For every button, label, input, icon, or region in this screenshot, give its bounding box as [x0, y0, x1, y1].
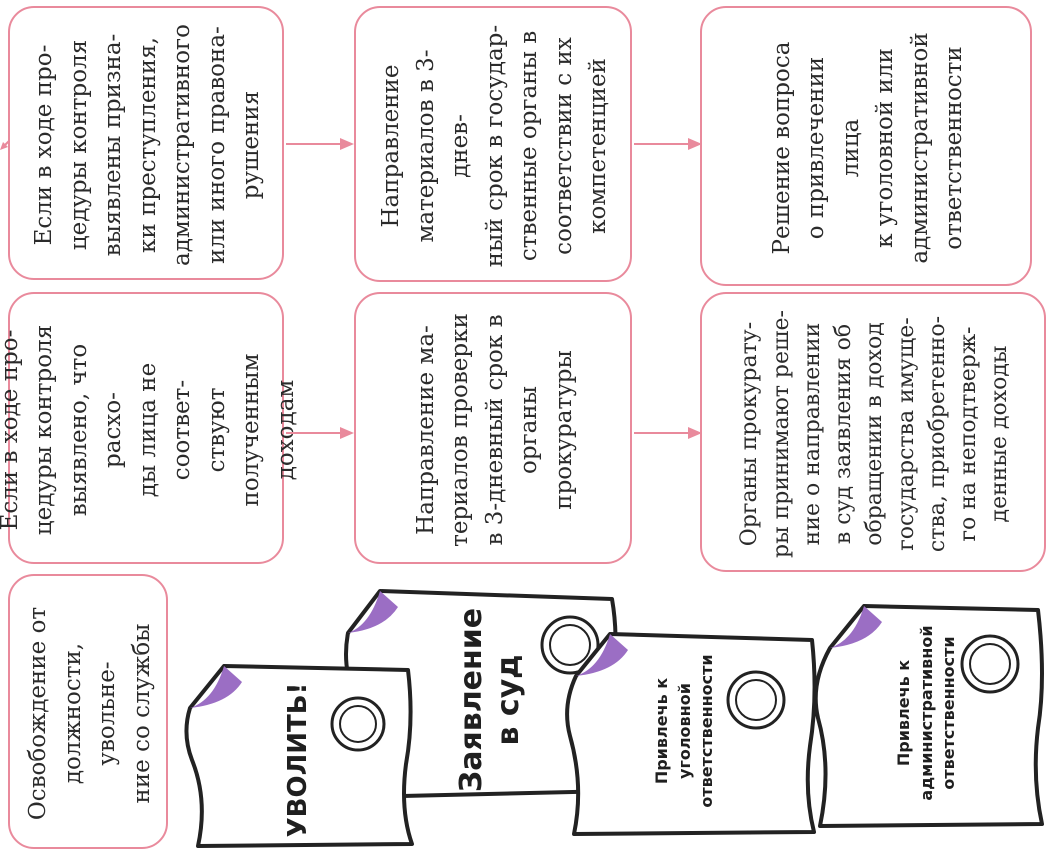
paper-court-statement: Заявление в суд: [340, 585, 625, 800]
box-materials-state-bodies-text: Направление материалов в 3-днев- ный сро…: [378, 24, 612, 268]
paper-dismiss: УВОЛИТЬ!: [178, 660, 418, 850]
box-materials-state-bodies: Направление материалов в 3-днев- ный сро…: [354, 6, 632, 282]
box-prosecutor-decision-text: Органы прокурату- ры принимают реше- ние…: [737, 310, 1013, 558]
paper-court-text: Заявление в суд: [453, 607, 527, 793]
box-materials-prosecutor: Направление ма- териалов проверки в 3-дн…: [354, 292, 632, 564]
box-violation-detected-text: Если в ходе про- цедуры контроля выявлен…: [31, 24, 265, 266]
arrow-top-2: [634, 138, 702, 150]
box-expenses-mismatch-text: Если в ходе про- цедуры контроля выявлен…: [0, 324, 299, 536]
box-liability-decision-text: Решение вопроса о привлечении лица к уго…: [768, 32, 968, 264]
paper-criminal-liability: Привлечь к уголовной ответственности: [560, 626, 822, 838]
paper-dismiss-text: УВОЛИТЬ!: [283, 682, 313, 838]
paper-criminal-text: Привлечь к уголовной ответственности: [652, 654, 717, 808]
box-dismissal: Освобождение от должности, увольне- ние …: [8, 574, 168, 849]
arrow-mid-2: [634, 427, 702, 439]
box-prosecutor-decision: Органы прокурату- ры принимают реше- ние…: [700, 292, 1046, 572]
box-materials-prosecutor-text: Направление ма- териалов проверки в 3-дн…: [412, 313, 577, 547]
box-dismissal-text: Освобождение от должности, увольне- ние …: [25, 606, 155, 821]
box-violation-detected: Если в ходе про- цедуры контроля выявлен…: [8, 6, 284, 280]
box-liability-decision: Решение вопроса о привлечении лица к уго…: [700, 6, 1032, 286]
paper-admin-liability: Привлечь к административной ответственно…: [810, 598, 1048, 830]
box-expenses-mismatch: Если в ходе про- цедуры контроля выявлен…: [0, 292, 299, 564]
arrow-top-1: [286, 138, 354, 150]
paper-admin-text: Привлечь к административной ответственно…: [894, 625, 959, 801]
arrow-mid-1: [286, 427, 354, 439]
